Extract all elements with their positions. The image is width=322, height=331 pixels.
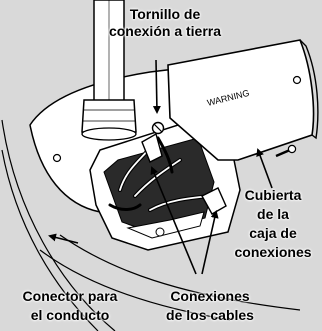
conduit-connector-label-line-1: Conector para bbox=[22, 288, 118, 304]
cover-label-line-4: conexiones bbox=[234, 244, 312, 260]
wire-connection-arrow-right bbox=[201, 210, 219, 275]
appliance-body-lines bbox=[1, 119, 301, 331]
wire-connections-label-line-2: de los cables bbox=[166, 307, 254, 323]
wire-connection-arrow-left bbox=[150, 166, 197, 275]
cover-arrow bbox=[256, 148, 273, 189]
cover-label-line-1: Cubierta bbox=[244, 187, 302, 203]
ground-screw-icon bbox=[151, 121, 165, 135]
wire-connections-label-line-1: Conexiones bbox=[170, 288, 250, 304]
cover-label-line-3: caja de bbox=[249, 225, 297, 241]
ground-screw-label-line-1: Tornillo de bbox=[129, 6, 201, 22]
cover-screw-hole-icon bbox=[292, 75, 302, 85]
conduit-connector-label-line-2: el conducto bbox=[30, 307, 110, 323]
ground-screw-label: Tornillo de conexión a tierra bbox=[90, 6, 240, 40]
cover-label: Cubierta de la caja de conexiones bbox=[226, 186, 320, 262]
plate-screw-hole-icon bbox=[52, 153, 62, 163]
conduit-nut bbox=[81, 99, 137, 133]
ground-screw-arrow bbox=[152, 59, 161, 114]
conduit-connector-label: Conector para el conducto bbox=[2, 287, 138, 325]
ground-screw-label-line-2: conexión a tierra bbox=[108, 23, 222, 39]
conduit-pipe bbox=[81, 0, 137, 141]
conduit-connector-arrow bbox=[48, 233, 79, 244]
cover-label-line-2: de la bbox=[257, 206, 289, 222]
junction-box-cover: WARNING bbox=[167, 39, 319, 161]
loose-screw-icon bbox=[275, 144, 297, 158]
wire-nuts bbox=[141, 132, 227, 215]
leader-arrows bbox=[48, 59, 273, 275]
wire-connections-label: Conexiones de los cables bbox=[148, 287, 272, 325]
